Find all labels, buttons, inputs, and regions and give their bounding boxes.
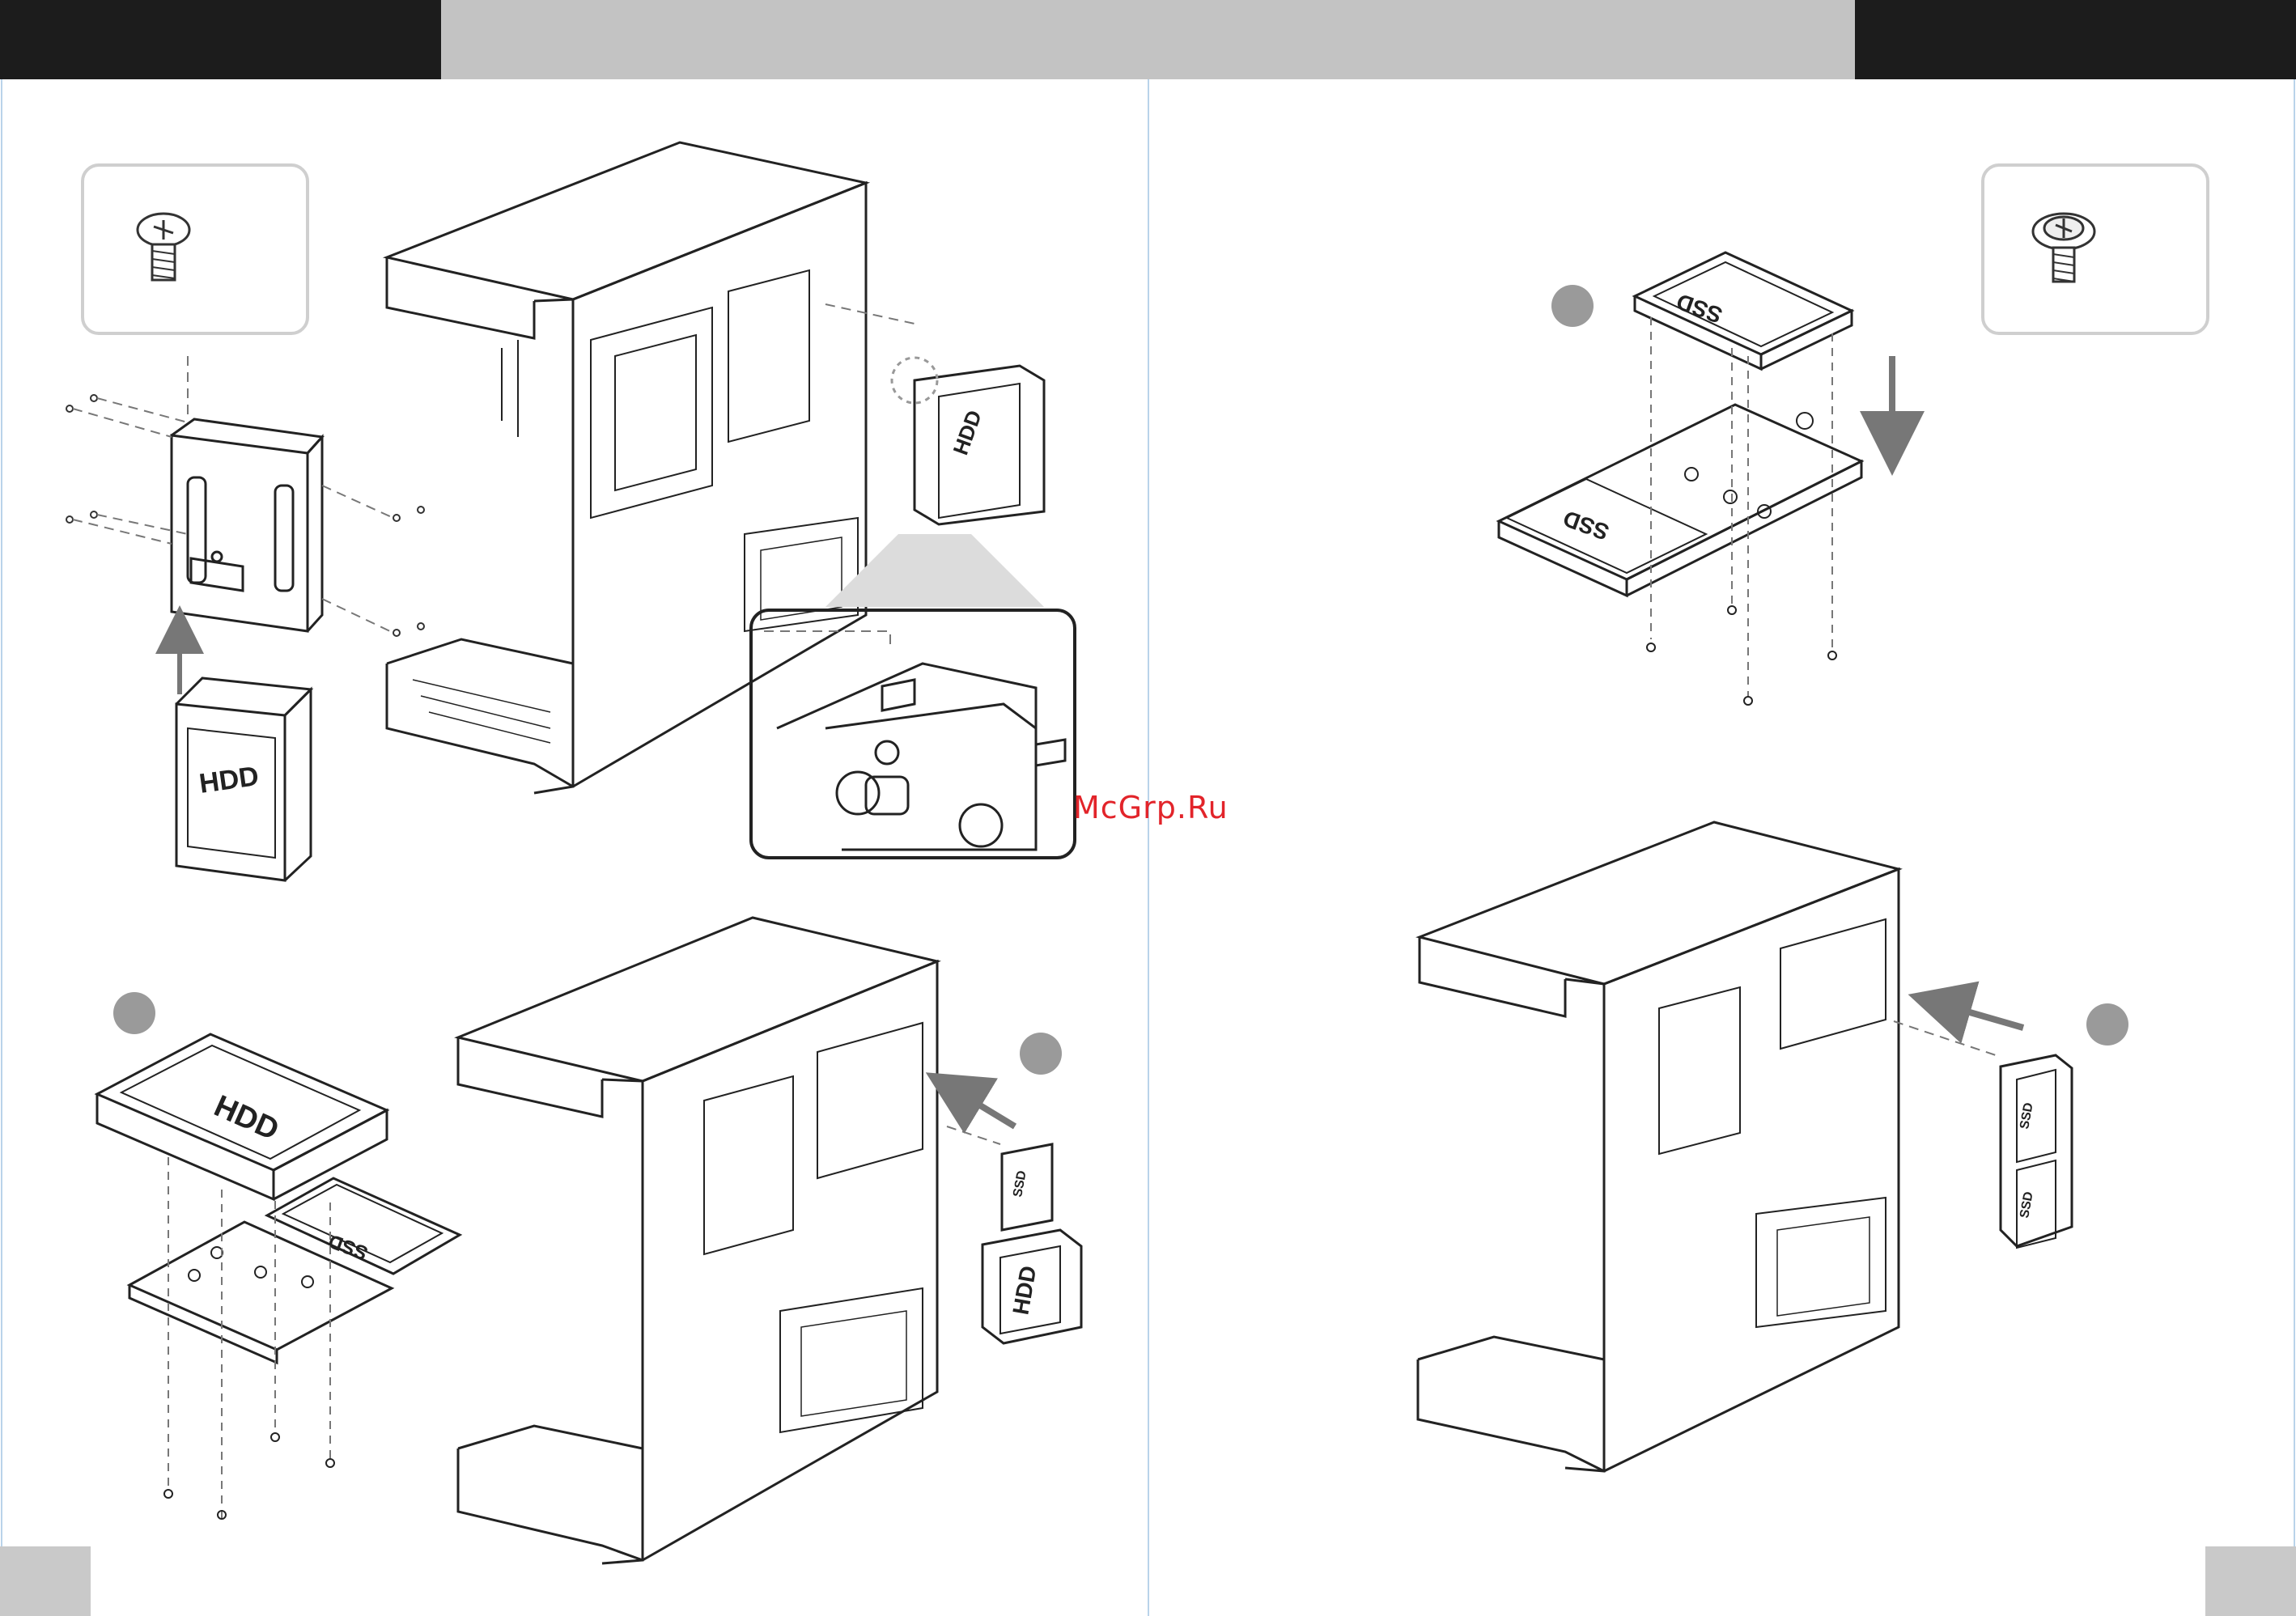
ssd-cage-insert <box>2001 1055 2072 1248</box>
ssd-label-3: SSD <box>325 1229 371 1263</box>
hdd-label-2: HDD <box>948 407 986 458</box>
screws-bottom <box>164 1433 334 1519</box>
ssd-label-4: SSD <box>1011 1169 1029 1198</box>
ssd-label-6: SSD <box>2018 1190 2035 1219</box>
chassis-bottom-left <box>458 918 937 1563</box>
hdd-label-4: HDD <box>1008 1264 1041 1317</box>
thumbscrew-detail <box>751 610 1075 858</box>
ssd-label-5: SSD <box>2018 1101 2035 1130</box>
hdd-label-3: HDD <box>209 1089 283 1147</box>
chassis-top-left <box>387 142 866 793</box>
screws-ssd <box>1647 606 1836 705</box>
ssd-exploded <box>1635 252 1852 369</box>
ssd-label-1: SSD <box>1673 289 1725 329</box>
screws-row <box>66 395 424 636</box>
ssd-label-2: SSD <box>1560 506 1612 545</box>
hdd-bracket-exploded <box>172 419 322 631</box>
arrow-in-icon <box>953 1089 1015 1126</box>
chassis-bottom-right <box>1418 822 1899 1471</box>
hdd-label-1: HDD <box>197 761 261 800</box>
hdd-ssd-tray-stack <box>97 1034 460 1363</box>
watermark: McGrp.Ru <box>1073 790 1229 825</box>
arrow-in-icon <box>1939 1003 2023 1028</box>
ssd-tray-assembly <box>1499 405 1861 596</box>
